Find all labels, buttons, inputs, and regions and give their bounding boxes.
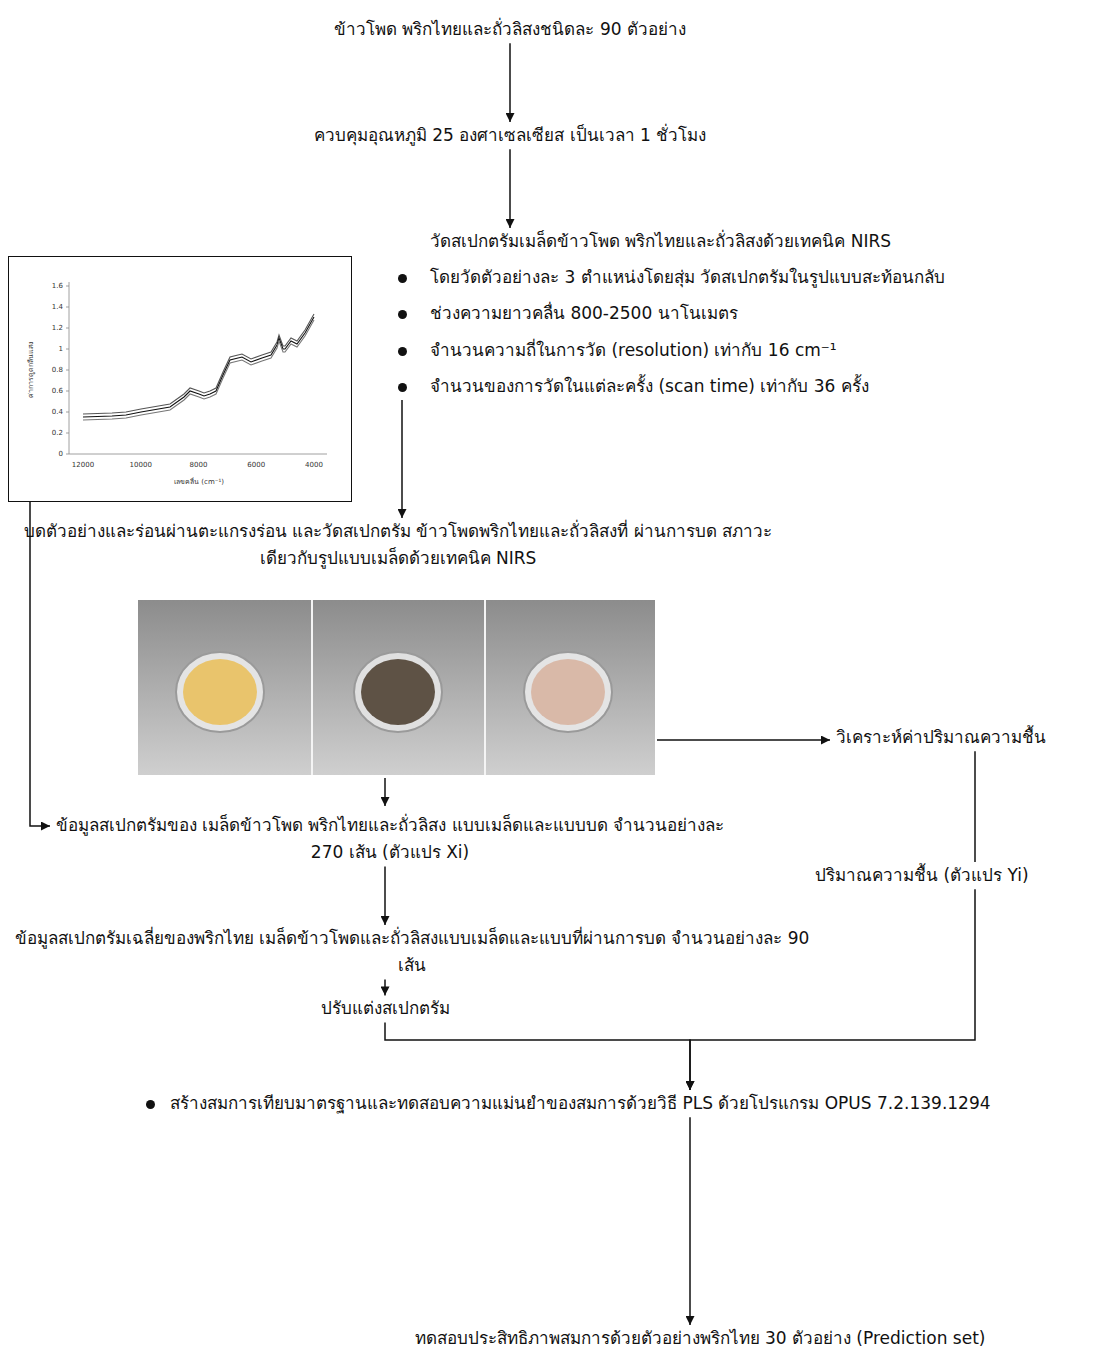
y-axis <box>69 282 70 454</box>
bullet-row: โดยวัดตัวอย่างละ 3 ตำแหน่งโดยสุ่ม วัดสเป… <box>390 264 1102 291</box>
bullet-dot <box>398 274 407 283</box>
process-step: ข้าวโพด พริกไทยและถั่วลิสงชนิดละ 90 ตัวอ… <box>334 16 686 43</box>
step-text: ข้อมูลสเปกตรัมของ เมล็ดข้าวโพด พริกไทยแล… <box>50 812 730 866</box>
flow-connector <box>509 149 511 228</box>
bullet-text: จำนวนความถี่ในการวัด (resolution) เท่ากั… <box>430 340 837 360</box>
process-step: ข้อมูลสเปกตรัมเฉลี่ยของพริกไทย เมล็ดข้าว… <box>12 925 812 979</box>
sample-photo <box>138 600 655 775</box>
process-step: ปรับแต่งสเปกตรัม <box>321 995 450 1022</box>
x-tick-label: 10000 <box>130 460 152 470</box>
y-tick-label: 1.2 <box>52 323 63 333</box>
tick-mark <box>66 412 69 413</box>
tick-mark <box>66 370 69 371</box>
process-step: วิเคราะห์ค่าปริมาณความชื้น <box>836 724 1046 751</box>
flow-connector <box>689 1117 691 1325</box>
step-text: ข้าวโพด พริกไทยและถั่วลิสงชนิดละ 90 ตัวอ… <box>334 16 686 43</box>
bullet-row: จำนวนของการวัดในแต่ละครั้ง (scan time) เ… <box>390 373 1102 400</box>
process-step: ทดสอบประสิทธิภาพสมการด้วยตัวอย่างพริกไทย… <box>415 1325 986 1352</box>
step-text: ทดสอบประสิทธิภาพสมการด้วยตัวอย่างพริกไทย… <box>415 1325 986 1352</box>
dish-rim <box>354 652 442 732</box>
flow-connector <box>509 43 511 122</box>
spectrum-curve <box>83 317 314 417</box>
tick-mark <box>66 328 69 329</box>
flow-connector <box>385 1023 690 1090</box>
y-tick-label: 0.4 <box>52 407 63 417</box>
y-axis-title: ค่าการดูดกลืนแสง <box>26 342 36 398</box>
spectrum-plot <box>9 257 351 501</box>
process-step: วัดสเปกตรัมเมล็ดข้าวโพด พริกไทยและถั่วลิ… <box>390 228 1102 400</box>
x-tick-label: 4000 <box>305 460 323 470</box>
process-step: บดตัวอย่างและร่อนผ่านตะแกรงร่อน และวัดสเ… <box>18 518 778 572</box>
photo-divider <box>311 600 313 775</box>
x-tick-label: 6000 <box>247 460 265 470</box>
tick-mark <box>66 454 69 455</box>
y-tick-label: 0 <box>59 449 63 459</box>
bullet-row: ช่วงความยาวคลื่น 800-2500 นาโนเมตร <box>390 300 1102 327</box>
process-step: สร้างสมการเทียบมาตรฐานและทดสอบความแม่นยำ… <box>140 1090 1098 1117</box>
step-text: ควบคุมอุณหภูมิ 25 องศาเซลเซียส เป็นเวลา … <box>314 122 706 149</box>
flow-connector <box>690 889 975 1090</box>
bullet-text: จำนวนของการวัดในแต่ละครั้ง (scan time) เ… <box>430 376 869 396</box>
x-tick-label: 12000 <box>72 460 94 470</box>
y-tick-label: 0.8 <box>52 365 63 375</box>
dish-rim <box>524 652 612 732</box>
y-tick-label: 1.6 <box>52 281 63 291</box>
y-tick-label: 1 <box>59 344 63 354</box>
pepper-sample <box>361 659 435 725</box>
flow-connector <box>974 751 976 862</box>
photo-arrow <box>657 739 830 741</box>
dish-rim <box>176 652 264 732</box>
bullet-dot <box>146 1100 155 1109</box>
process-step: ควบคุมอุณหภูมิ 25 องศาเซลเซียส เป็นเวลา … <box>314 122 706 149</box>
step-text: วิเคราะห์ค่าปริมาณความชื้น <box>836 724 1046 751</box>
bullet-dot <box>398 347 407 356</box>
tick-mark <box>66 286 69 287</box>
tick-mark <box>66 433 69 434</box>
bullet-dot <box>398 383 407 392</box>
step-text: บดตัวอย่างและร่อนผ่านตะแกรงร่อน และวัดสเ… <box>18 518 778 572</box>
step-text: ปรับแต่งสเปกตรัม <box>321 995 450 1022</box>
step-heading: วัดสเปกตรัมเมล็ดข้าวโพด พริกไทยและถั่วลิ… <box>390 228 1102 255</box>
tick-mark <box>66 307 69 308</box>
photo-ground <box>138 600 655 775</box>
bullet-dot <box>398 310 407 319</box>
photo-arrow <box>384 778 386 806</box>
x-axis-title: เลขคลื่น (cm⁻¹) <box>174 477 224 487</box>
flow-connector <box>384 979 386 995</box>
bullet-text: โดยวัดตัวอย่างละ 3 ตำแหน่งโดยสุ่ม วัดสเป… <box>430 267 945 287</box>
process-step: ข้อมูลสเปกตรัมของ เมล็ดข้าวโพด พริกไทยแล… <box>50 812 730 866</box>
flow-connector <box>30 502 50 826</box>
bullet-text: ช่วงความยาวคลื่น 800-2500 นาโนเมตร <box>430 303 738 323</box>
bullet-row: จำนวนความถี่ในการวัด (resolution) เท่ากั… <box>390 337 1102 364</box>
corn-sample <box>183 659 257 725</box>
spectrum-curve <box>83 320 314 420</box>
step-text: ปริมาณความชื้น (ตัวแปร Yi) <box>815 862 1029 889</box>
step-text: ข้อมูลสเปกตรัมเฉลี่ยของพริกไทย เมล็ดข้าว… <box>12 925 812 979</box>
x-tick-label: 8000 <box>190 460 208 470</box>
flow-connector <box>384 866 386 925</box>
flow-connector <box>401 400 403 518</box>
spectrum-curve <box>83 314 314 414</box>
peanut-sample <box>531 659 605 725</box>
process-step: ปริมาณความชื้น (ตัวแปร Yi) <box>815 862 1029 889</box>
y-tick-label: 0.2 <box>52 428 63 438</box>
tick-mark <box>66 349 69 350</box>
x-axis <box>69 454 327 455</box>
spectrum-chart-box: 1.6 1.4 1.2 1 0.8 0.6 0.4 0.2 0 12000 10000 8000 600… <box>8 256 352 502</box>
tick-mark <box>66 391 69 392</box>
photo-divider <box>484 600 486 775</box>
step-text: สร้างสมการเทียบมาตรฐานและทดสอบความแม่นยำ… <box>170 1090 1098 1117</box>
y-tick-label: 0.6 <box>52 386 63 396</box>
y-tick-label: 1.4 <box>52 302 63 312</box>
